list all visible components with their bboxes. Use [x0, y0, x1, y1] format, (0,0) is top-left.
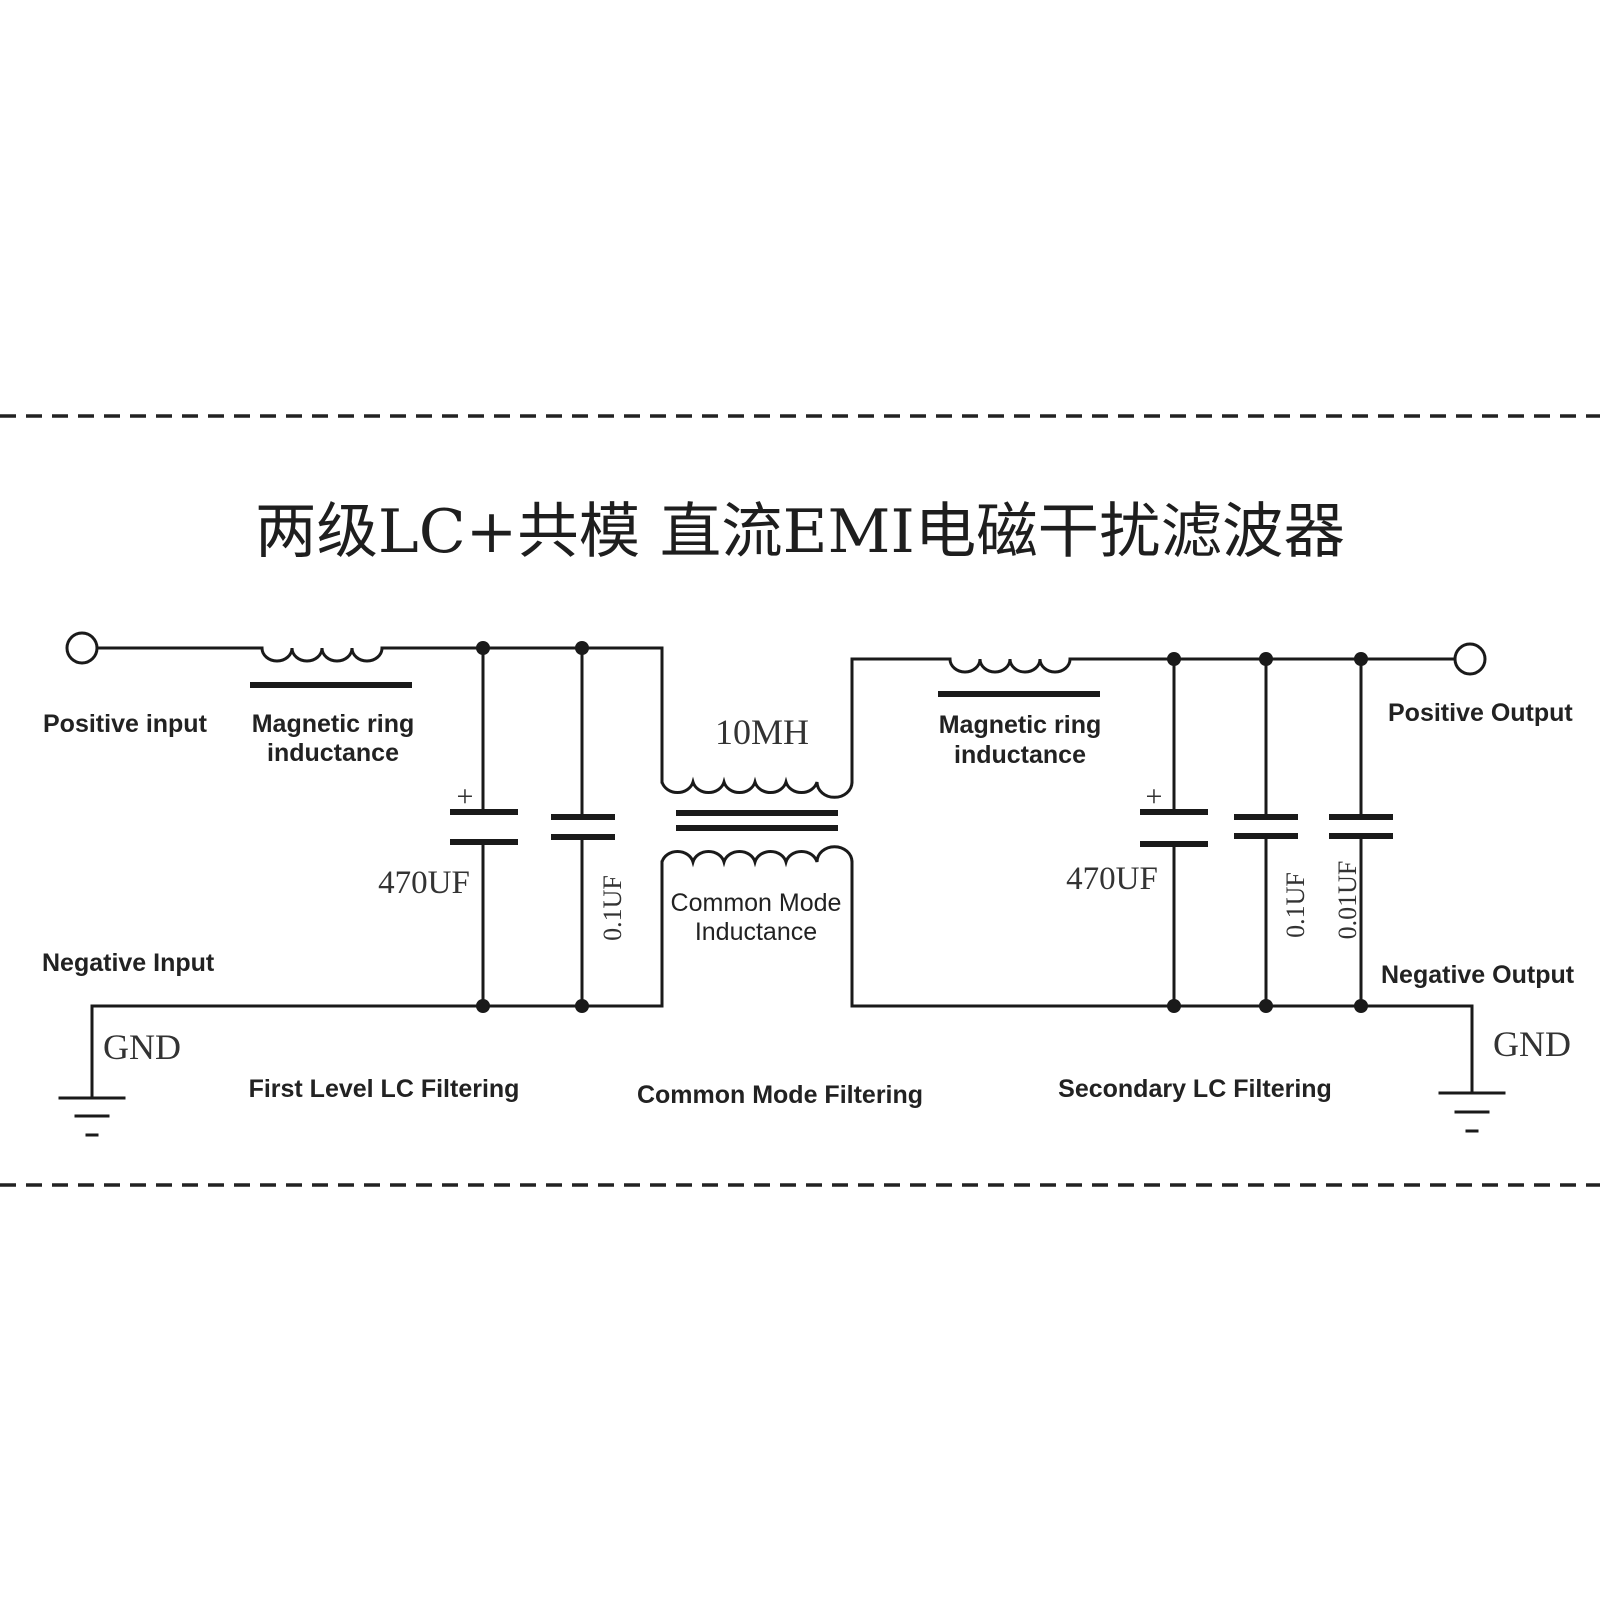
positive-input-label: Positive input [43, 710, 208, 738]
inductor-l1-label-line1: Magnetic ring [252, 710, 415, 738]
common-mode-inductor [660, 776, 854, 1008]
common-mode-section-label: Common Mode Filtering [637, 1081, 923, 1109]
common-mode-label-line2: Inductance [695, 918, 817, 946]
gnd-output-label: GND [1493, 1024, 1571, 1064]
positive-output-label: Positive Output [1388, 699, 1573, 727]
capacitor-c3-470uf [1140, 657, 1208, 1008]
c5-value: 0.01UF [1333, 861, 1362, 940]
diagram-title: 两级LC+共模 直流EMI电磁干扰滤波器 [255, 497, 1345, 567]
positive-rail-input-side [65, 631, 664, 784]
ground-icon [1438, 1091, 1506, 1133]
c2-value: 0.1UF [598, 875, 627, 941]
common-mode-label-line1: Common Mode [671, 889, 842, 917]
stage2-section-label: Secondary LC Filtering [1058, 1075, 1332, 1103]
capacitor-c1-470uf [450, 646, 518, 1008]
stage1-section-label: First Level LC Filtering [249, 1075, 520, 1103]
c4-value: 0.1UF [1281, 872, 1310, 938]
negative-input-label: Negative Input [42, 949, 215, 977]
common-mode-value: 10MH [715, 712, 809, 752]
junction-nodes [476, 641, 1368, 1013]
capacitor-c2-0.1uf [551, 646, 615, 1008]
c3-polarity: + [1146, 780, 1163, 813]
inductor-l2 [948, 658, 1072, 674]
positive-input-terminal[interactable] [65, 631, 99, 665]
negative-rail [90, 1004, 1474, 1100]
negative-output-label: Negative Output [1381, 961, 1575, 989]
capacitor-c4-0.1uf [1234, 657, 1298, 1008]
inductor-l1-label-line2: inductance [267, 739, 399, 767]
inductor-l2-label-line1: Magnetic ring [939, 711, 1102, 739]
inductor-l1 [260, 647, 384, 663]
positive-output-terminal[interactable] [1453, 642, 1487, 676]
inductor-l2-label-line2: inductance [954, 741, 1086, 769]
c3-value: 470UF [1066, 861, 1158, 897]
gnd-input-label: GND [103, 1027, 181, 1067]
c1-polarity: + [457, 780, 474, 813]
ground-icon [58, 1096, 126, 1137]
c1-value: 470UF [378, 865, 470, 901]
capacitor-c5-0.01uf [1329, 657, 1393, 1008]
